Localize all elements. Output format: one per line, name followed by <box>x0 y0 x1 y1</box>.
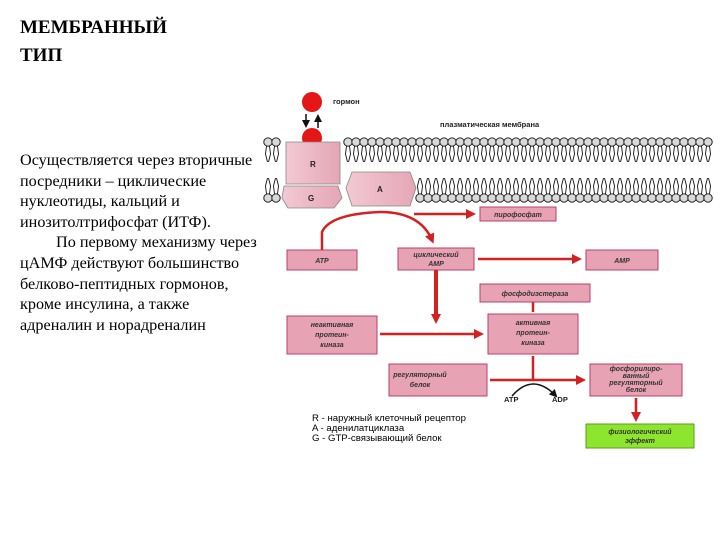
hormone-label: гормон <box>333 97 360 106</box>
inactive-kinase-line1: неактивная <box>311 322 354 329</box>
pyrophosphate-label: пирофосфат <box>494 212 542 219</box>
legend-cyclase: A - аденилатциклаза <box>312 423 405 434</box>
regulatory-protein-line1: регуляторный <box>392 371 447 379</box>
inactive-kinase-box <box>286 315 378 355</box>
membrane-label: плазматическая мембрана <box>440 120 540 129</box>
amp-label: AMP <box>613 258 630 265</box>
legend-receptor: R - наружный клеточный рецептор <box>312 413 466 424</box>
inactive-kinase-line2: протеин- <box>315 332 349 339</box>
g-protein-shape <box>281 185 343 209</box>
g-protein-label: G <box>308 194 314 203</box>
adenylate-cyclase-shape <box>345 171 417 207</box>
plasma-membrane <box>263 137 713 203</box>
pyrophosphate-box <box>479 206 557 222</box>
atp-adp-curve <box>511 383 558 398</box>
body-paragraph-1: Осуществляется через вторичные посредник… <box>20 151 253 231</box>
slide-body: Осуществляется через вторичные посредник… <box>20 150 265 335</box>
body-paragraph-2: По первому механизму через цАМФ действую… <box>20 233 257 334</box>
arrow-atp-to-camp <box>320 210 435 250</box>
phosphorylated-protein-line3: регуляторный <box>608 379 663 387</box>
effect-line1: физиологический <box>608 428 672 436</box>
phosphorylated-protein-box <box>589 363 683 397</box>
regulatory-protein-line2: белок <box>410 381 431 389</box>
active-kinase-line3: киназа <box>521 340 545 347</box>
physiological-effect-box <box>585 423 695 449</box>
legend-gprotein: G - GTP-связывающий белок <box>312 433 442 444</box>
phosphorylated-protein-line2: ванный <box>623 372 650 380</box>
active-kinase-box <box>487 313 579 355</box>
hormone-icon <box>302 92 322 148</box>
active-kinase-line2: протеин- <box>516 330 550 337</box>
phosphodiesterase-box <box>479 283 591 303</box>
regulatory-protein-box <box>388 363 488 397</box>
receptor-label: R <box>310 160 316 169</box>
camp-label-line1: циклический <box>413 251 459 259</box>
inactive-kinase-line3: киназа <box>320 342 344 349</box>
receptor-shape <box>285 141 341 185</box>
active-kinase-line1: активная <box>516 320 550 327</box>
phosphodiesterase-label: фосфодиэстераза <box>502 290 569 298</box>
phosphorylated-protein-line4: белок <box>626 386 647 394</box>
atp-label: ATP <box>314 258 329 265</box>
amp-box <box>585 249 659 271</box>
effect-line2: эффект <box>625 438 655 445</box>
phosphorylated-protein-line1: фосфорилиро- <box>610 366 663 373</box>
slide-title: МЕМБРАННЫЙ ТИП <box>20 17 167 66</box>
adenylate-cyclase-label: A <box>377 185 383 194</box>
small-adp-label: ADP <box>552 395 568 404</box>
camp-label-line2: AMP <box>427 261 444 268</box>
small-atp-label: ATP <box>504 395 518 404</box>
